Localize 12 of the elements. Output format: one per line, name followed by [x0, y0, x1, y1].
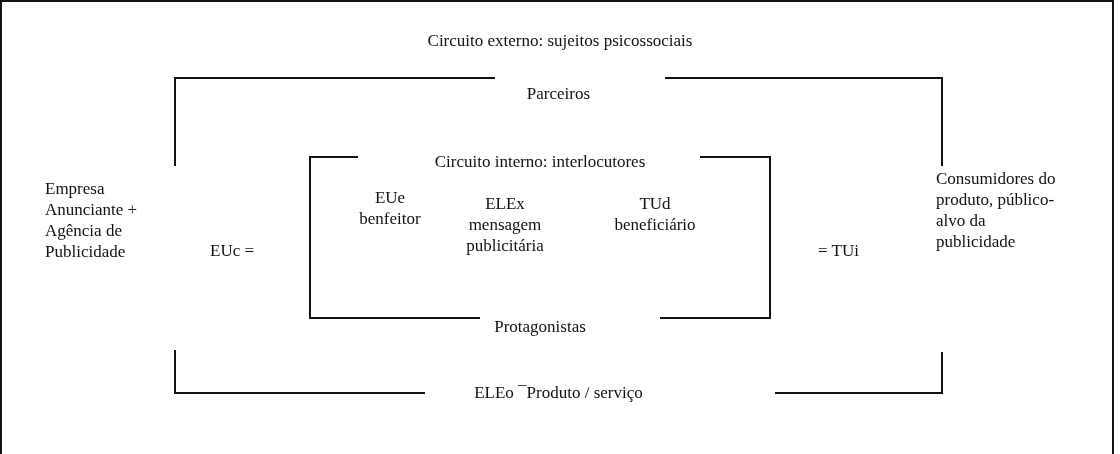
text-label: EUe benfeitor: [350, 187, 430, 229]
frame-label: Protagonistas: [493, 316, 587, 337]
frame-label: Circuito interno: interlocutores: [433, 151, 647, 172]
frame-label: ELEo ¯Produto / serviço: [473, 382, 644, 403]
text-label: ELEx mensagem publicitária: [455, 193, 555, 256]
text-label: Consumidores do produto, público-alvo da publicidade: [936, 168, 1057, 252]
diagram-title: Circuito externo: sujeitos psicossociais: [426, 30, 694, 51]
frame-label: Parceiros: [525, 83, 592, 104]
text-label: TUd beneficiário: [605, 193, 705, 235]
text-label: EUc =: [210, 240, 256, 261]
text-label: = TUi: [818, 240, 860, 261]
text-label: Empresa Anunciante + Agência de Publicidade: [45, 178, 139, 262]
